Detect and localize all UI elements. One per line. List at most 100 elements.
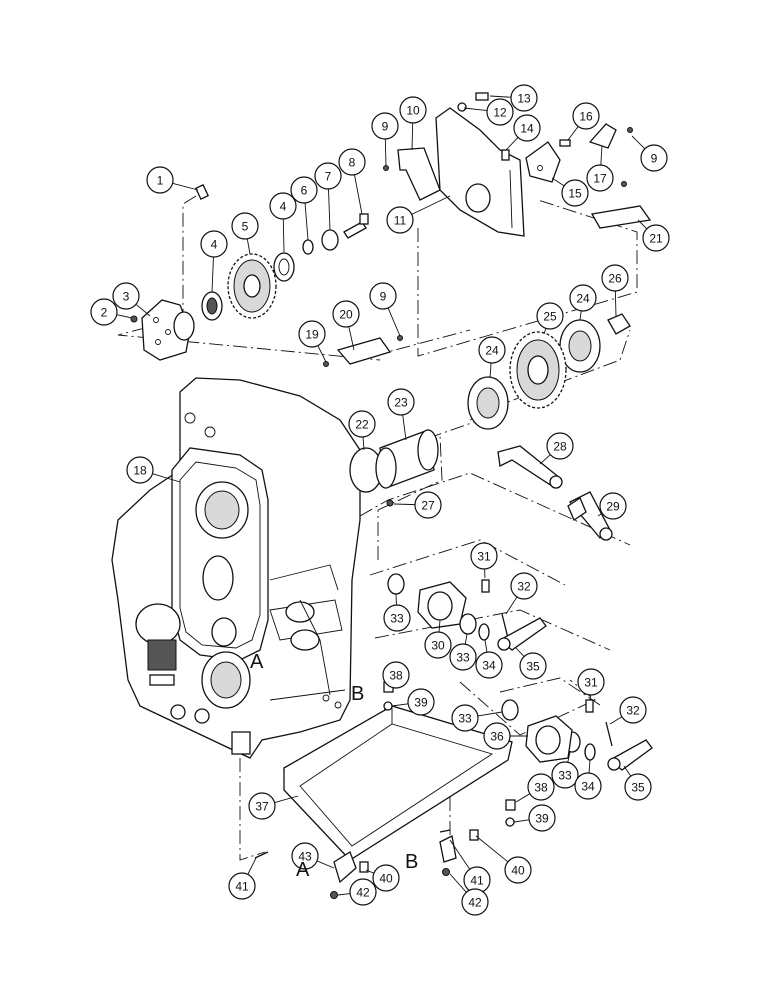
- callout-18: 18: [127, 457, 153, 483]
- callout-27: 27: [415, 492, 441, 518]
- callout-number: 2: [101, 306, 108, 320]
- callout-number: 32: [626, 704, 640, 718]
- callout-35: 35: [520, 653, 546, 679]
- callout-number: 1: [157, 174, 164, 188]
- washer-part-6: [303, 240, 313, 254]
- leader-line-4: [283, 219, 284, 252]
- callout-number: 40: [511, 864, 525, 878]
- callout-22: 22: [349, 411, 375, 437]
- callout-1: 1: [147, 167, 173, 193]
- callout-number: 26: [608, 272, 622, 286]
- leader-line-25: [544, 328, 546, 334]
- washer-part-39a: [384, 702, 392, 710]
- callout-6: 6: [291, 177, 317, 203]
- callout-36: 36: [484, 723, 510, 749]
- callout-number: 13: [517, 92, 531, 106]
- bearing-part-4a: [202, 292, 222, 320]
- leader-line-17: [601, 146, 602, 165]
- housing-part-30: [418, 582, 466, 628]
- callout-number: 15: [568, 187, 582, 201]
- callout-number: 12: [493, 106, 507, 120]
- callout-20: 20: [333, 301, 359, 327]
- leader-line-39: [392, 704, 408, 706]
- leader-line-14: [506, 137, 518, 150]
- reference-mark-a: A: [250, 651, 264, 673]
- callout-5: 5: [232, 213, 258, 239]
- plate-part-11: [436, 108, 524, 236]
- callout-number: 34: [482, 659, 496, 673]
- screw-part-9a: [384, 166, 389, 171]
- bolt-part-31a: [482, 580, 489, 592]
- pin-part-27: [387, 500, 393, 506]
- callout-31: 31: [578, 669, 604, 695]
- callout-34: 34: [476, 652, 502, 678]
- callout-number: 27: [421, 499, 435, 513]
- leader-line-38: [516, 794, 530, 802]
- bolt-part-14: [502, 150, 509, 160]
- leader-line-43: [317, 861, 334, 868]
- callout-3: 3: [113, 283, 139, 309]
- callout-32: 32: [620, 697, 646, 723]
- callout-number: 5: [242, 220, 249, 234]
- pin-part-2: [131, 316, 137, 322]
- leader-line-34: [485, 640, 487, 652]
- callout-32: 32: [511, 573, 537, 599]
- leader-line-26: [615, 291, 616, 316]
- callout-7: 7: [315, 163, 341, 189]
- leader-line-41: [248, 858, 256, 874]
- bolt-part-31b: [586, 700, 593, 712]
- screw-part-9b: [622, 128, 633, 187]
- pin-part-32b: [606, 722, 612, 746]
- leader-line-39: [514, 820, 529, 822]
- leader-line-10: [412, 123, 413, 150]
- bushing-part-33b: [460, 614, 476, 634]
- callout-9: 9: [370, 283, 396, 309]
- leader-line-24: [490, 363, 491, 378]
- callout-13: 13: [511, 85, 537, 111]
- callout-number: 31: [477, 550, 491, 564]
- callout-9: 9: [372, 113, 398, 139]
- bolt-part-40b: [470, 830, 478, 840]
- washer-part-12: [458, 103, 466, 111]
- bushing-part-33a: [388, 574, 404, 594]
- bolt-part-16: [560, 140, 570, 146]
- callout-number: 35: [526, 660, 540, 674]
- leader-line-40: [476, 836, 508, 862]
- callout-number: 37: [255, 800, 269, 814]
- callout-number: 33: [558, 769, 572, 783]
- callout-24: 24: [570, 285, 596, 311]
- leader-line-27: [394, 504, 415, 505]
- callout-number: 33: [456, 651, 470, 665]
- sleeve-part-23: [376, 430, 438, 488]
- leader-line-42: [338, 894, 350, 895]
- callout-number: 4: [280, 200, 287, 214]
- callout-29: 29: [600, 493, 626, 519]
- callout-number: 33: [458, 712, 472, 726]
- callout-19: 19: [299, 321, 325, 347]
- bearing-part-4b: [274, 253, 294, 281]
- callout-number: 24: [485, 344, 499, 358]
- callout-39: 39: [408, 689, 434, 715]
- callout-number: 8: [349, 156, 356, 170]
- callout-number: 39: [535, 812, 549, 826]
- callout-number: 30: [431, 639, 445, 653]
- callout-4: 4: [201, 231, 227, 257]
- callout-number: 14: [520, 122, 534, 136]
- pin-part-32a: [502, 614, 508, 638]
- callout-number: 38: [534, 781, 548, 795]
- callout-14: 14: [514, 115, 540, 141]
- plate-part-15: [526, 142, 560, 182]
- callout-12: 12: [487, 99, 513, 125]
- callout-number: 28: [553, 440, 567, 454]
- callout-number: 9: [380, 290, 387, 304]
- housing-part-36: [526, 716, 572, 762]
- callout-number: 34: [581, 780, 595, 794]
- callout-number: 25: [543, 310, 557, 324]
- callout-42: 42: [350, 879, 376, 905]
- callout-number: 41: [470, 874, 484, 888]
- callout-number: 32: [517, 580, 531, 594]
- leader-line-16: [568, 126, 578, 140]
- callout-number: 38: [389, 669, 403, 683]
- callout-8: 8: [339, 149, 365, 175]
